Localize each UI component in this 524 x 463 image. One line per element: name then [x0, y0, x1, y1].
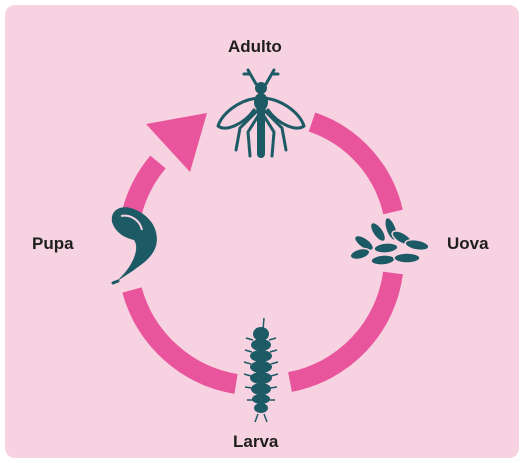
stage-label-adult: Adulto	[228, 37, 282, 57]
cycle-arc-adult-eggs	[312, 122, 393, 212]
larva-icon	[244, 318, 278, 422]
stage-label-pupa: Pupa	[32, 234, 74, 254]
eggs-icon	[349, 216, 430, 266]
cycle-arc-pupa-adult	[132, 162, 158, 212]
cycle-arc-larva-pupa	[132, 290, 236, 384]
stage-label-larva: Larva	[233, 432, 278, 452]
pupa-icon	[112, 207, 157, 283]
stage-label-eggs: Uova	[447, 234, 489, 254]
cycle-arc-eggs-larva	[290, 273, 393, 382]
